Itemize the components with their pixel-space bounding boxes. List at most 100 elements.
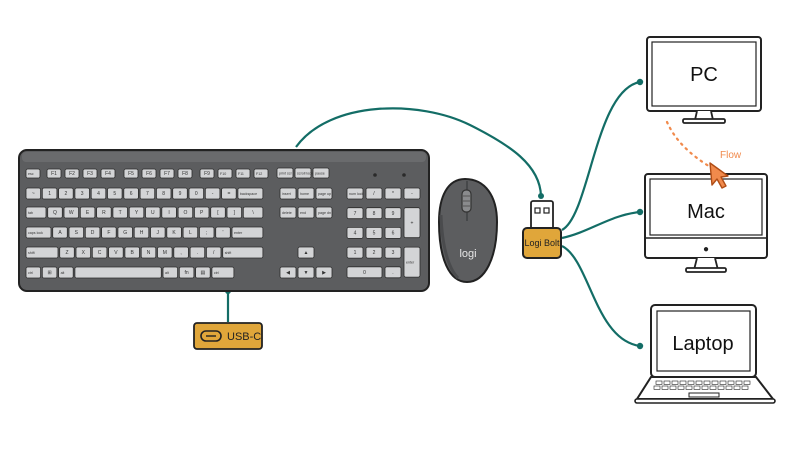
key-label: H	[140, 230, 144, 236]
endpoint-dot	[636, 208, 644, 216]
key-v	[108, 246, 124, 259]
key-label: 7	[354, 211, 357, 217]
laptop-keyboard-grid	[653, 380, 751, 390]
key-1	[346, 246, 364, 259]
key-label: alt	[61, 271, 65, 275]
key-k10	[205, 246, 222, 259]
key-f8	[177, 168, 193, 179]
laptop-key	[727, 380, 735, 385]
key-label: .	[392, 270, 393, 276]
key-4	[346, 226, 364, 239]
key-8	[155, 187, 172, 200]
key-4	[90, 187, 107, 200]
laptop-key	[695, 380, 703, 385]
mouse-side-grip	[439, 214, 460, 280]
key-label: scroll lock	[297, 172, 313, 176]
key-print-scr	[276, 167, 294, 179]
key-k12	[226, 206, 243, 219]
key-label: /	[373, 191, 375, 197]
key-ctrl	[25, 266, 42, 279]
mac-base	[685, 267, 727, 273]
key-0	[188, 187, 205, 200]
key-label: caps lock	[28, 231, 43, 235]
key-label: D	[91, 230, 95, 236]
mouse: logi	[437, 177, 499, 284]
key-n	[140, 246, 157, 259]
key-label: G	[123, 230, 127, 236]
key-label: M	[163, 250, 167, 256]
key-k10	[198, 226, 215, 239]
key-label: K	[172, 230, 176, 236]
key-enter	[231, 226, 264, 239]
usb-plug-hole	[543, 207, 550, 214]
key-caps-lock	[25, 226, 52, 239]
key-c	[91, 246, 108, 259]
laptop-key	[661, 385, 669, 390]
cursor-arrow-icon	[709, 162, 729, 189]
key-2	[365, 246, 383, 259]
key-m	[157, 246, 173, 259]
key-k0	[25, 187, 42, 200]
key-scroll-lock	[294, 167, 312, 179]
key-2	[58, 187, 74, 200]
key-label: B	[131, 250, 135, 256]
mouse-body	[437, 177, 499, 284]
key-label: F8	[182, 171, 188, 177]
key-k8	[173, 246, 189, 259]
laptop-key	[655, 380, 663, 385]
key-ctrl	[211, 266, 235, 279]
key-1	[41, 187, 58, 200]
key-label: 3	[81, 191, 84, 197]
key-f10	[217, 168, 233, 179]
key-f5	[123, 168, 139, 179]
key-backspace	[237, 187, 264, 200]
key-label: 4	[354, 231, 357, 237]
laptop-key	[743, 380, 751, 385]
usb-c-badge	[193, 322, 263, 350]
key-label: esc	[28, 172, 34, 176]
key-label: num lock	[349, 192, 364, 196]
key-5	[107, 187, 123, 200]
key-label: ▤	[201, 270, 206, 276]
key-f1	[46, 168, 62, 179]
laptop-key	[733, 385, 741, 390]
key-g	[117, 226, 133, 239]
key-f12	[253, 168, 269, 179]
key-label: pause	[315, 172, 325, 176]
key-label: 0	[195, 191, 198, 197]
laptop-key	[669, 385, 677, 390]
laptop-key	[719, 380, 727, 385]
key-page-up	[315, 187, 333, 200]
key-pause	[312, 167, 330, 179]
key-end	[297, 206, 315, 219]
status-light-icon	[402, 173, 406, 177]
key-label: P	[200, 210, 204, 216]
key-label: *	[392, 191, 394, 197]
key-j	[150, 226, 166, 239]
key-s	[68, 226, 85, 239]
key-label: 2	[65, 191, 68, 197]
key-6	[384, 226, 402, 239]
key-7	[346, 207, 364, 220]
key-label: shift	[28, 251, 35, 255]
key-label: ▼	[304, 270, 309, 276]
key-label: home	[300, 192, 309, 196]
key-t	[112, 206, 128, 219]
key-q	[47, 206, 63, 219]
receiver-usb-plug	[530, 200, 554, 230]
logi-bolt-receiver: Logi Bolt	[522, 200, 562, 259]
mac-label: Mac	[687, 201, 725, 223]
key-label: tab	[28, 211, 33, 215]
key-k1	[365, 187, 383, 200]
key-label: enter	[406, 261, 415, 265]
key-label: F7	[164, 171, 170, 177]
key-label: \	[252, 210, 254, 216]
key-k13	[242, 206, 264, 219]
key-label: I	[168, 210, 169, 216]
keyboard-top-edge	[22, 152, 426, 162]
laptop-key	[703, 380, 711, 385]
laptop-key	[711, 380, 719, 385]
key-label: F12	[256, 172, 262, 176]
